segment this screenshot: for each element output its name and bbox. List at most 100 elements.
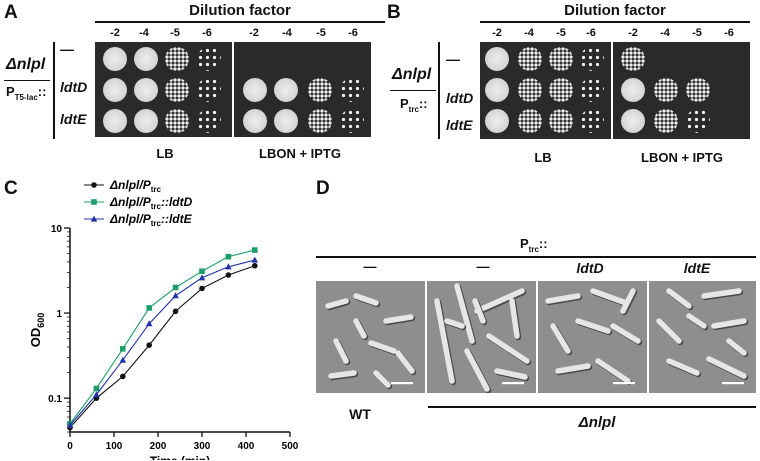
colony-spot — [654, 109, 678, 133]
dilution-label: -6 — [724, 27, 734, 39]
dilution-label: -4 — [524, 27, 534, 39]
colony-spot — [274, 78, 298, 102]
panel-b-genotype-rule — [390, 90, 436, 91]
panel-a-dilution-header: Dilution factor — [189, 2, 291, 19]
dilution-label: -4 — [282, 27, 292, 39]
colony-spot — [621, 78, 645, 102]
data-point — [66, 421, 74, 428]
bacterial-cell — [620, 288, 636, 314]
micrograph-empty-vector — [427, 281, 536, 393]
bacterial-cell — [494, 368, 528, 380]
colony-spot — [165, 78, 189, 102]
colony-spot — [485, 47, 509, 71]
bacterial-cell — [711, 318, 747, 329]
panel-b-row-bracket — [438, 42, 440, 139]
data-point — [93, 385, 100, 392]
bacterial-cell — [434, 298, 455, 384]
dilution-label: -2 — [628, 27, 638, 39]
panel-b-dilution-header: Dilution factor — [564, 2, 666, 19]
bacterial-cell — [726, 338, 747, 356]
x-tick-label: 200 — [150, 441, 167, 452]
colony-spot — [340, 109, 364, 133]
data-point — [120, 346, 126, 352]
bacterial-cell — [474, 288, 525, 314]
bacterial-cell — [464, 348, 490, 392]
colony-spot — [243, 78, 267, 102]
micrograph-wt — [316, 281, 425, 393]
y-axis-label: OD600 — [28, 313, 46, 348]
colony-spot — [580, 78, 604, 102]
bacterial-cell — [686, 313, 707, 329]
panel-a-medium-lbon: LBON + IPTG — [259, 146, 341, 161]
bacterial-cell — [486, 333, 530, 364]
panel-d-column-label: — — [363, 259, 377, 274]
data-point — [225, 272, 232, 278]
panel-a-plate-lbon — [234, 42, 371, 137]
bacterial-cell — [550, 323, 571, 354]
colony-spot — [340, 78, 364, 102]
dilution-label: -2 — [492, 27, 502, 39]
colony-spot — [580, 47, 604, 71]
data-point — [198, 274, 206, 281]
panel-a-header-rule — [95, 21, 385, 23]
bacterial-cell — [353, 318, 367, 339]
data-point — [90, 215, 98, 222]
data-point — [93, 391, 100, 398]
bacterial-cell — [656, 318, 682, 344]
colony-spot — [134, 47, 158, 71]
colony-spot — [621, 109, 645, 133]
x-tick-label: 0 — [67, 441, 73, 452]
legend-label: Δnlpl/Ptrc::ldtE — [109, 212, 193, 228]
colony-spot — [549, 78, 573, 102]
dilution-label: -2 — [110, 27, 120, 39]
bacterial-cell — [353, 293, 379, 306]
data-point — [91, 199, 97, 205]
colony-spot — [518, 78, 542, 102]
colony-spot — [654, 78, 678, 102]
x-tick-label: 400 — [238, 441, 255, 452]
colony-spot — [518, 109, 542, 133]
panel-a-promoter: PT5-lac:: — [6, 84, 47, 102]
bacterial-cell — [328, 370, 357, 379]
scale-bar — [502, 382, 524, 385]
colony-spot — [549, 47, 573, 71]
data-point — [119, 356, 127, 363]
panel-a-medium-lb: LB — [156, 146, 174, 161]
dilution-label: -4 — [660, 27, 670, 39]
panel-b-header-rule — [480, 21, 750, 23]
panel-d-column-label: ldtD — [576, 260, 604, 276]
panel-b-promoter: Ptrc:: — [400, 96, 428, 114]
micrograph-ldtd — [538, 281, 647, 393]
bacterial-cell — [368, 340, 397, 354]
bacterial-cell — [575, 318, 611, 334]
colony-spot — [274, 109, 298, 133]
colony-spot — [197, 78, 221, 102]
y-tick-label: 10 — [51, 224, 63, 235]
panel-b-letter: B — [387, 2, 401, 23]
panel-b-plate-lb — [480, 42, 611, 139]
panel-b-genotype: Δnlpl — [392, 66, 432, 83]
colony-spot — [485, 109, 509, 133]
data-point — [252, 247, 258, 253]
colony-spot — [308, 78, 332, 102]
panel-a-letter: A — [4, 2, 18, 23]
panel-c-letter: C — [4, 178, 18, 199]
x-tick-label: 500 — [282, 441, 299, 452]
data-point — [145, 320, 153, 327]
colony-spot — [165, 47, 189, 71]
colony-spot — [686, 109, 710, 133]
bacterial-cell — [610, 323, 641, 344]
data-point — [146, 305, 152, 311]
series-line — [69, 265, 255, 429]
data-point — [120, 373, 126, 380]
dilution-label: -5 — [556, 27, 566, 39]
panel-a-row-label: ldtE — [60, 111, 87, 127]
legend-label: Δnlpl/Ptrc — [109, 178, 162, 194]
colony-spot — [103, 47, 127, 71]
panel-a-row-label: — — [60, 41, 74, 57]
colony-spot — [243, 109, 267, 133]
panel-d-letter: D — [316, 178, 330, 199]
panel-d-promoter-header: Ptrc:: — [520, 236, 548, 254]
x-axis-label: Time (min) — [150, 454, 210, 460]
